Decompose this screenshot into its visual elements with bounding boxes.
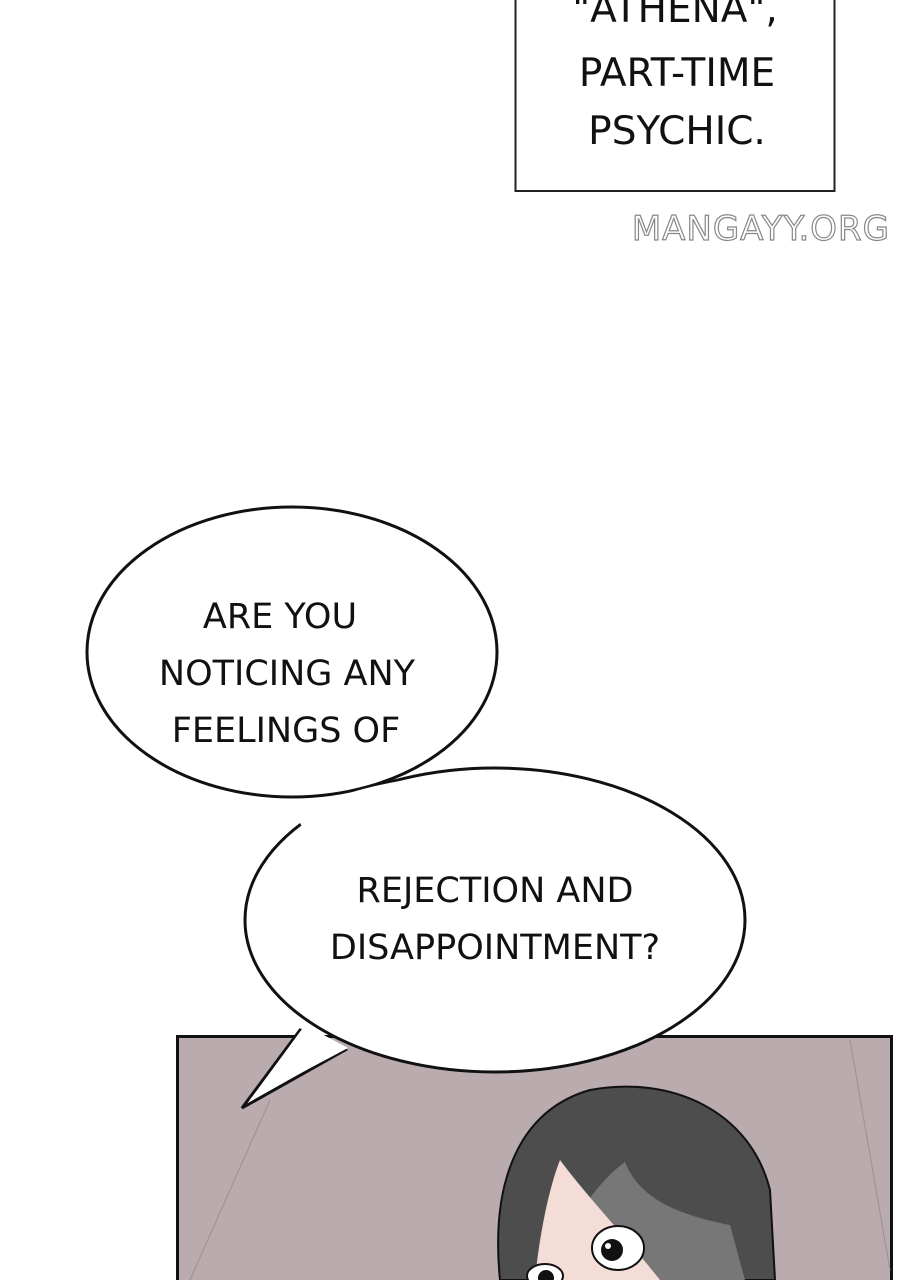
comic-panel: [176, 1035, 893, 1280]
character-woman: [497, 1085, 777, 1280]
bubble-line: FEELINGS OF: [172, 711, 401, 751]
bubble-line: DISAPPOINTMENT?: [330, 928, 660, 968]
watermark: MANGAYY.ORG: [632, 209, 890, 249]
bubble-line: NOTICING ANY: [159, 654, 416, 694]
bubble-line: ARE YOU: [203, 597, 357, 637]
caption-line: PSYCHIC.: [588, 109, 766, 154]
speech-bubble-1: ARE YOU NOTICING ANY FEELINGS OF: [159, 597, 416, 751]
caption-line: PART-TIME: [579, 51, 775, 96]
speech-bubble-group: [85, 505, 747, 1110]
caption-line: "ATHENA",: [572, 0, 778, 32]
bubble-line: REJECTION AND: [357, 871, 634, 911]
caption-box: "ATHENA", PART-TIME PSYCHIC.: [514, 0, 836, 192]
speech-bubble-2: REJECTION AND DISAPPOINTMENT?: [330, 871, 660, 968]
